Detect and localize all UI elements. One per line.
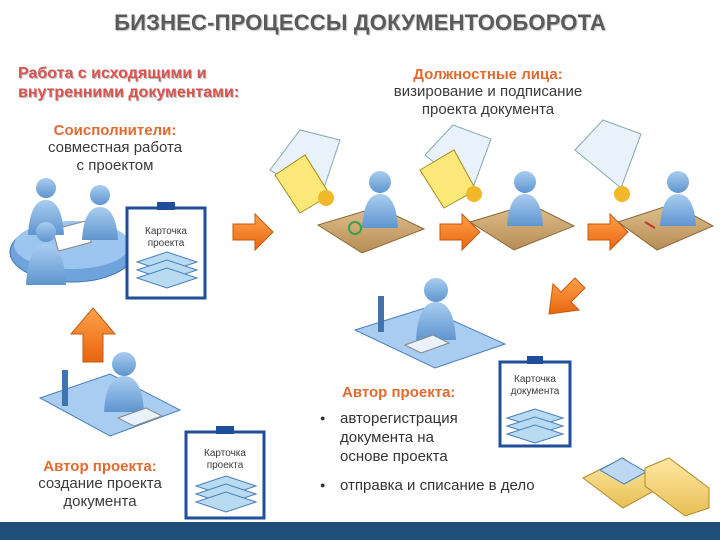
page-title: БИЗНЕС-ПРОЦЕССЫ ДОКУМЕНТООБОРОТА [114, 10, 606, 35]
document-card-line-2: документа [510, 386, 560, 397]
process-subtitle: Работа с исходящими и внутренними докуме… [18, 64, 318, 102]
coexecutors-heading: Соисполнители: [53, 122, 177, 139]
officials-line-1: визирование и подписание [393, 83, 583, 100]
folder-icon [644, 457, 710, 517]
project-card-lower-line-2: проекта [206, 460, 244, 471]
document-card [498, 356, 572, 448]
author-create-caption: Автор проекта: создание проекта документ… [10, 458, 190, 511]
author-workstation-create [38, 352, 182, 437]
official-workstation-2 [419, 124, 576, 251]
author-create-line-2: документа [63, 493, 137, 510]
subtitle-line-1: Работа с исходящими и [18, 65, 207, 82]
officials-heading: Должностные лица: [413, 66, 563, 83]
author-workstation-register [353, 278, 507, 369]
list-item: отправка и списание в дело [318, 476, 608, 495]
bullet-1-line-1: авторегистрация [340, 410, 458, 427]
official-workstation-3 [574, 119, 715, 251]
coexecutors-line-2: с проектом [76, 157, 154, 174]
arrow-down-left-to-author [548, 277, 586, 315]
official-workstation-1 [269, 129, 426, 254]
arrow-right-between-officials-1 [439, 212, 481, 252]
author-create-heading: Автор проекта: [43, 458, 157, 475]
officials-line-2: проекта документа [421, 101, 555, 118]
coexecutors-group-illustration [9, 178, 135, 285]
author-register-heading: Автор проекта: [342, 384, 456, 401]
coexecutors-caption: Соисполнители: совместная работа с проек… [20, 122, 210, 175]
arrow-up-to-coexecutors [69, 307, 117, 363]
document-card-label: Карточка документа [502, 374, 568, 398]
project-card-upper-line-1: Карточка [145, 226, 187, 237]
author-create-line-1: создание проекта [38, 475, 162, 492]
footer-bar [0, 522, 720, 540]
project-card-upper [125, 202, 207, 300]
bullet-1-line-3: основе проекта [340, 448, 448, 465]
bullet-2-line-1: отправка и списание в дело [340, 477, 535, 494]
author-register-list: авторегистрация документа на основе прое… [318, 409, 608, 495]
project-card-lower-line-1: Карточка [204, 448, 246, 459]
bullet-1-line-2: документа на [340, 429, 434, 446]
subtitle-line-2: внутренними документами: [18, 84, 240, 101]
author-register-caption: Автор проекта: авторегистрация документа… [318, 384, 608, 495]
project-card-upper-label: Карточка проекта [131, 226, 201, 250]
project-card-lower [184, 426, 266, 520]
coexecutors-line-1: совместная работа [47, 139, 183, 156]
project-card-upper-line-2: проекта [147, 238, 185, 249]
officials-caption: Должностные лица: визирование и подписан… [368, 66, 608, 119]
project-card-lower-label: Карточка проекта [190, 448, 260, 472]
list-item: авторегистрация документа на основе прое… [318, 409, 608, 466]
document-card-line-1: Карточка [514, 374, 556, 385]
arrow-right-between-officials-2 [587, 212, 629, 252]
arrow-right-to-officials [232, 212, 274, 252]
